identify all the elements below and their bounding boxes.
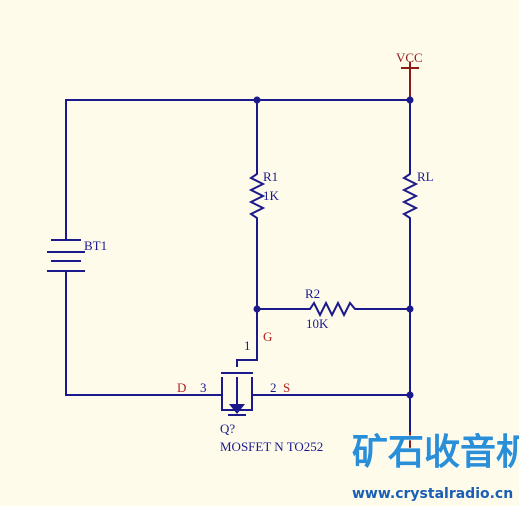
watermark-url: www.crystalradio.cn bbox=[352, 486, 513, 502]
junction-r2-right bbox=[406, 305, 414, 313]
battery-bt1: BT1 bbox=[47, 238, 107, 272]
pin-3-number: 3 bbox=[200, 380, 207, 395]
pin-1-number: 1 bbox=[244, 338, 251, 353]
junction-source bbox=[406, 391, 414, 399]
resistor-r2-zigzag bbox=[304, 300, 363, 318]
resistor-rl-zigzag bbox=[401, 167, 419, 225]
pin-s-letter: S bbox=[283, 380, 290, 395]
mosfet-designator: Q? bbox=[220, 421, 235, 436]
vcc-label: VCC bbox=[396, 50, 423, 65]
mosfet-diode-arrow bbox=[229, 404, 245, 414]
rl-designator: RL bbox=[417, 169, 434, 184]
pin-g-letter: G bbox=[263, 329, 272, 344]
pin-d-letter: D bbox=[177, 380, 186, 395]
mosfet-q: Q? MOSFET N TO252 bbox=[220, 359, 323, 454]
r1-designator: R1 bbox=[263, 169, 278, 184]
resistor-r1-zigzag bbox=[248, 167, 266, 225]
pin-2-number: 2 bbox=[270, 380, 277, 395]
r1-value: 1K bbox=[263, 188, 280, 203]
battery-designator: BT1 bbox=[84, 238, 107, 253]
junction-r2-left bbox=[253, 305, 261, 313]
watermark-cn: 矿石收音机 bbox=[352, 432, 519, 473]
mosfet-part: MOSFET N TO252 bbox=[220, 439, 323, 454]
r2-value: 10K bbox=[306, 316, 329, 331]
r2-designator: R2 bbox=[305, 286, 320, 301]
junction-top-right bbox=[406, 96, 414, 104]
junction-top-middle bbox=[253, 96, 261, 104]
vcc-power-port: VCC bbox=[396, 50, 423, 100]
